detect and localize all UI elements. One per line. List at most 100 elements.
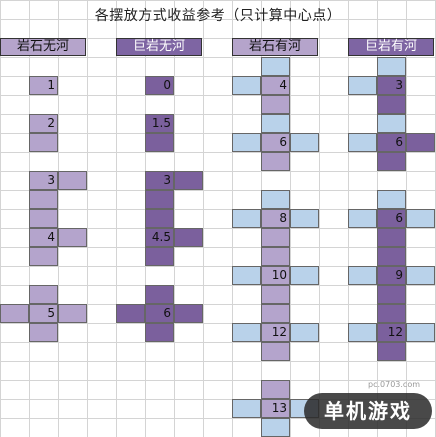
- neighbor-cell: [232, 399, 261, 418]
- neighbor-cell: [348, 323, 377, 342]
- neighbor-cell: [145, 247, 174, 266]
- page-title: 各摆放方式收益参考（只计算中心点）: [94, 8, 342, 24]
- neighbor-cell: [29, 247, 58, 266]
- neighbor-cell: [377, 285, 406, 304]
- center-cell: [29, 171, 58, 190]
- center-value: 9: [395, 268, 403, 282]
- neighbor-cell: [348, 133, 377, 152]
- center-value: 12: [271, 325, 287, 339]
- neighbor-cell: [58, 304, 87, 323]
- neighbor-cell: [232, 76, 261, 95]
- neighbor-cell: [116, 304, 145, 323]
- center-value: 4.5: [151, 230, 171, 244]
- neighbor-cell: [232, 323, 261, 342]
- neighbor-cell: [145, 190, 174, 209]
- neighbor-cell: [29, 133, 58, 152]
- neighbor-cell: [261, 95, 290, 114]
- watermark-url: pc.0703.com: [368, 380, 421, 389]
- center-value: 1.5: [151, 116, 171, 130]
- neighbor-cell: [29, 209, 58, 228]
- center-value: 3: [163, 173, 171, 187]
- neighbor-cell: [174, 171, 203, 190]
- neighbor-cell: [58, 228, 87, 247]
- center-value: 12: [387, 325, 403, 339]
- center-cell: [145, 228, 174, 247]
- center-cell: [377, 266, 406, 285]
- neighbor-cell: [261, 57, 290, 76]
- neighbor-cell: [290, 323, 319, 342]
- neighbor-cell: [261, 418, 290, 437]
- neighbor-cell: [290, 133, 319, 152]
- center-value: 0: [163, 78, 171, 92]
- neighbor-cell: [377, 57, 406, 76]
- center-cell: [145, 304, 174, 323]
- header-boulder-no-river: 巨岩无河: [116, 38, 202, 56]
- neighbor-cell: [29, 285, 58, 304]
- neighbor-cell: [406, 209, 435, 228]
- neighbor-cell: [145, 323, 174, 342]
- center-cell: [377, 76, 406, 95]
- neighbor-cell: [261, 342, 290, 361]
- neighbor-cell: [377, 95, 406, 114]
- neighbor-cell: [261, 304, 290, 323]
- center-value: 6: [163, 306, 171, 320]
- center-cell: [29, 304, 58, 323]
- center-value: 3: [47, 173, 55, 187]
- center-value: 5: [47, 306, 55, 320]
- neighbor-cell: [348, 209, 377, 228]
- center-value: 13: [271, 401, 287, 415]
- neighbor-cell: [29, 323, 58, 342]
- center-value: 10: [271, 268, 287, 282]
- neighbor-cell: [261, 285, 290, 304]
- neighbor-cell: [377, 304, 406, 323]
- center-cell: [377, 209, 406, 228]
- center-value: 4: [279, 78, 287, 92]
- header-boulder-river: 巨岩有河: [348, 38, 434, 56]
- neighbor-cell: [261, 152, 290, 171]
- center-cell: [261, 399, 290, 418]
- center-cell: [29, 114, 58, 133]
- neighbor-cell: [29, 190, 58, 209]
- center-cell: [377, 323, 406, 342]
- center-value: 2: [47, 116, 55, 130]
- center-cell: [261, 323, 290, 342]
- neighbor-cell: [377, 152, 406, 171]
- neighbor-cell: [377, 342, 406, 361]
- center-cell: [29, 76, 58, 95]
- neighbor-cell: [261, 228, 290, 247]
- center-value: 6: [395, 135, 403, 149]
- center-cell: [145, 114, 174, 133]
- center-cell: [261, 133, 290, 152]
- center-cell: [377, 133, 406, 152]
- neighbor-cell: [377, 228, 406, 247]
- watermark-logo: 单机游戏: [304, 393, 432, 429]
- neighbor-cell: [261, 380, 290, 399]
- neighbor-cell: [377, 247, 406, 266]
- neighbor-cell: [348, 76, 377, 95]
- neighbor-cell: [261, 190, 290, 209]
- neighbor-cell: [58, 171, 87, 190]
- neighbor-cell: [290, 266, 319, 285]
- neighbor-cell: [174, 228, 203, 247]
- center-cell: [261, 209, 290, 228]
- neighbor-cell: [377, 114, 406, 133]
- center-value: 3: [395, 78, 403, 92]
- neighbor-cell: [145, 209, 174, 228]
- neighbor-cell: [145, 133, 174, 152]
- center-value: 1: [47, 78, 55, 92]
- neighbor-cell: [0, 304, 29, 323]
- neighbor-cell: [261, 247, 290, 266]
- center-cell: [145, 76, 174, 95]
- neighbor-cell: [406, 133, 435, 152]
- header-rock-river: 岩石有河: [232, 38, 318, 56]
- neighbor-cell: [406, 266, 435, 285]
- neighbor-cell: [232, 209, 261, 228]
- neighbor-cell: [145, 285, 174, 304]
- center-value: 4: [47, 230, 55, 244]
- center-cell: [261, 266, 290, 285]
- center-value: 6: [279, 135, 287, 149]
- header-rock-no-river: 岩石无河: [0, 38, 86, 56]
- neighbor-cell: [232, 133, 261, 152]
- center-cell: [29, 228, 58, 247]
- neighbor-cell: [174, 304, 203, 323]
